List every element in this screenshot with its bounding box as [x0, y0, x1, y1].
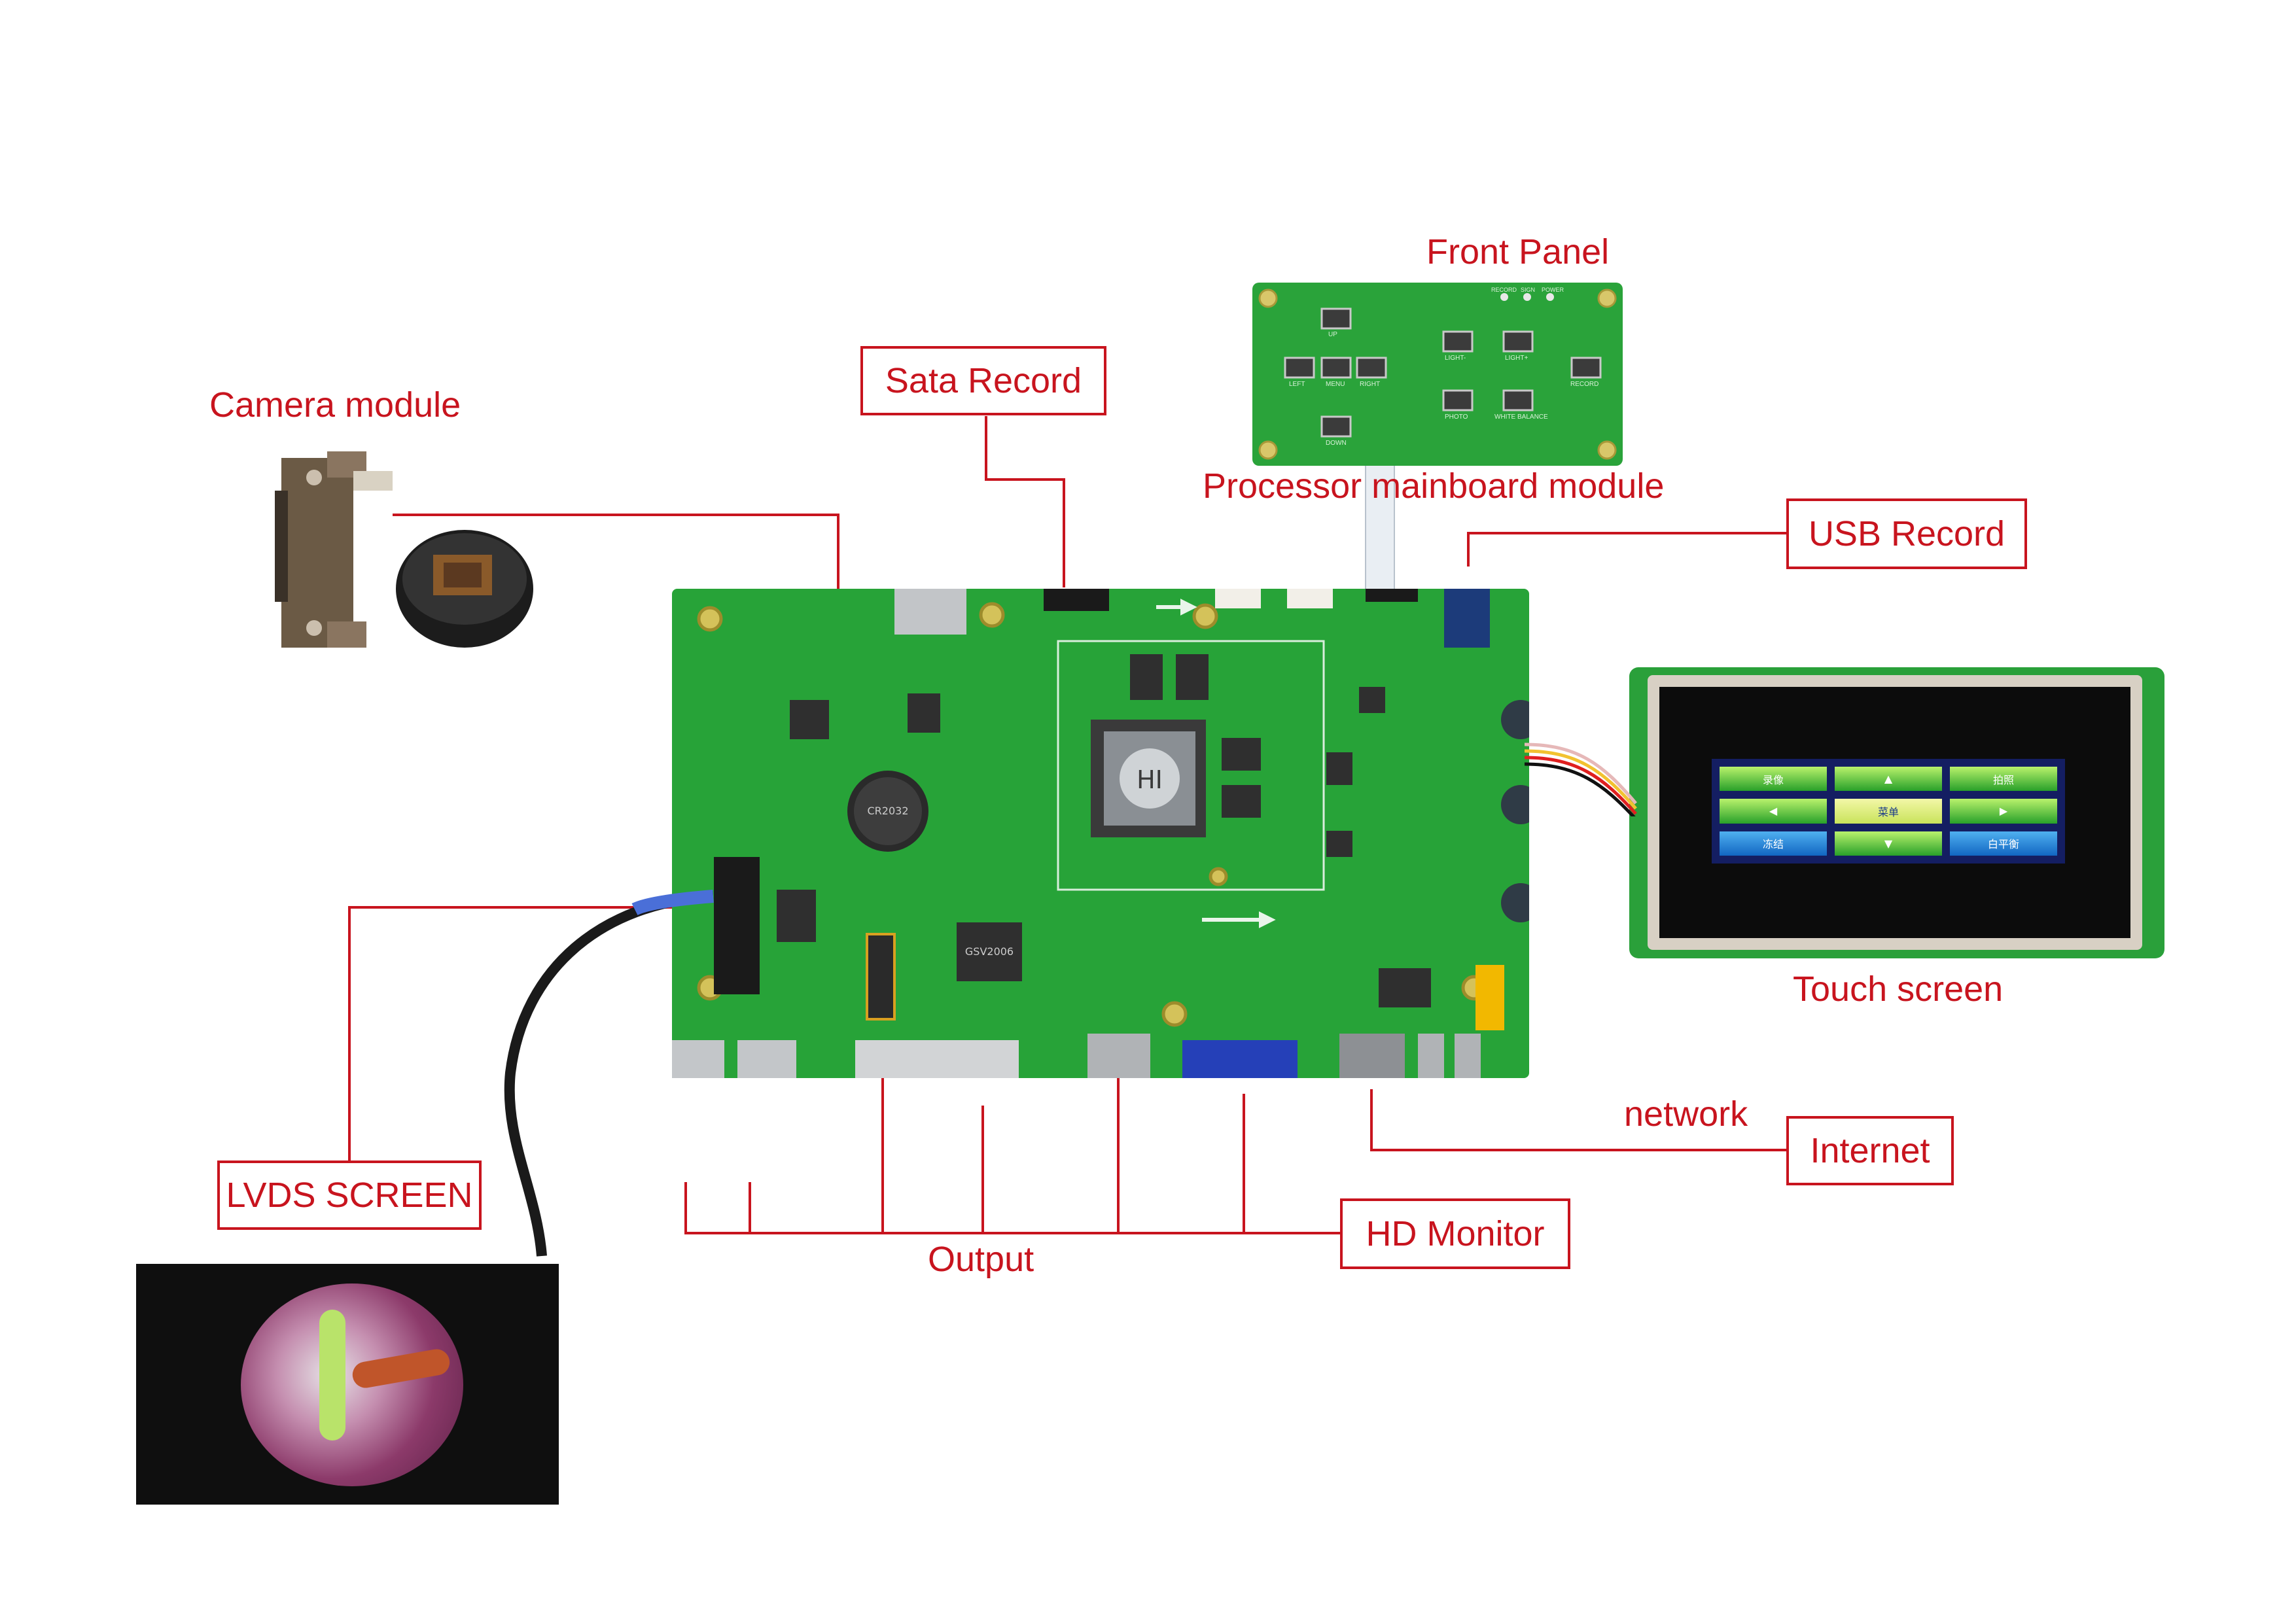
lvds-connector-line	[348, 906, 713, 1161]
ts-record-button[interactable]: 录像	[1720, 767, 1827, 792]
front-panel-ribbon-cable	[1365, 466, 1395, 590]
touch-screen-device: 录像 ▲ 拍照 ◀ 菜单 ▶ 冻结 ▼ 白平衡	[1629, 667, 2164, 958]
btn-label-menu: MENU	[1326, 381, 1345, 388]
lvds-screen-device	[136, 1264, 559, 1505]
ts-photo-button[interactable]: 拍照	[1950, 767, 2057, 792]
ts-right-button[interactable]: ▶	[1950, 799, 2057, 824]
touch-screen-ui: 录像 ▲ 拍照 ◀ 菜单 ▶ 冻结 ▼ 白平衡	[1712, 759, 2065, 864]
btn-label-record: RECORD	[1570, 381, 1599, 388]
lvds-cable	[504, 890, 714, 1257]
lvds-screen-image	[241, 1283, 463, 1486]
touch-screen-label: Touch screen	[1793, 969, 2004, 1009]
sata-connector-line	[985, 416, 1065, 587]
lvds-screen-box: LVDS SCREEN	[217, 1161, 482, 1230]
btn-label-up: UP	[1328, 331, 1337, 338]
camera-connector-line	[393, 514, 839, 615]
camera-module-image	[275, 451, 533, 648]
btn-label-light-plus: LIGHT+	[1505, 355, 1528, 362]
btn-label-left: LEFT	[1289, 381, 1305, 388]
output-label: Output	[928, 1240, 1034, 1279]
network-label: network	[1624, 1094, 1748, 1134]
usb-connector-line	[1467, 532, 1786, 567]
front-panel-board: UP LEFT MENU RIGHT DOWN LIGHT- LIGHT+ RE…	[1252, 283, 1623, 466]
ts-menu-button[interactable]: 菜单	[1835, 799, 1942, 824]
led-label-record: RECORD	[1491, 287, 1517, 293]
camera-module-label: Camera module	[209, 385, 461, 425]
led-label-power: POWER	[1542, 287, 1564, 293]
btn-label-down: DOWN	[1326, 440, 1347, 447]
touch-screen-wires	[1525, 742, 1637, 816]
btn-label-photo: PHOTO	[1445, 413, 1468, 421]
hd-monitor-box: HD Monitor	[1340, 1198, 1570, 1269]
touch-screen-display: 录像 ▲ 拍照 ◀ 菜单 ▶ 冻结 ▼ 白平衡	[1659, 687, 2130, 938]
internet-box: Internet	[1786, 1116, 1954, 1185]
ts-down-button[interactable]: ▼	[1835, 831, 1942, 856]
front-panel-drawing	[1258, 288, 1617, 460]
btn-label-light-minus: LIGHT-	[1445, 355, 1466, 362]
ts-left-button[interactable]: ◀	[1720, 799, 1827, 824]
processor-mainboard-label: Processor mainboard module	[1203, 466, 1665, 506]
ts-up-button[interactable]: ▲	[1835, 767, 1942, 792]
usb-record-box: USB Record	[1786, 498, 2027, 569]
btn-label-right: RIGHT	[1360, 381, 1381, 388]
ts-white-balance-button[interactable]: 白平衡	[1950, 831, 2057, 856]
touch-screen-bezel: 录像 ▲ 拍照 ◀ 菜单 ▶ 冻结 ▼ 白平衡	[1648, 675, 2142, 950]
sata-record-box: Sata Record	[860, 346, 1106, 415]
led-label-sign: SIGN	[1521, 287, 1536, 293]
main-chip-logo: HI	[1137, 765, 1163, 794]
btn-label-white-balance: WHITE BALANCE	[1494, 413, 1548, 421]
gsv-chip-label: GSV2006	[965, 945, 1014, 958]
front-panel-label: Front Panel	[1426, 232, 1610, 271]
coin-cell-label: CR2032	[867, 805, 908, 817]
ts-freeze-button[interactable]: 冻结	[1720, 831, 1827, 856]
internet-connector-line	[1370, 1089, 1786, 1151]
output-connector-line	[684, 1094, 1245, 1234]
